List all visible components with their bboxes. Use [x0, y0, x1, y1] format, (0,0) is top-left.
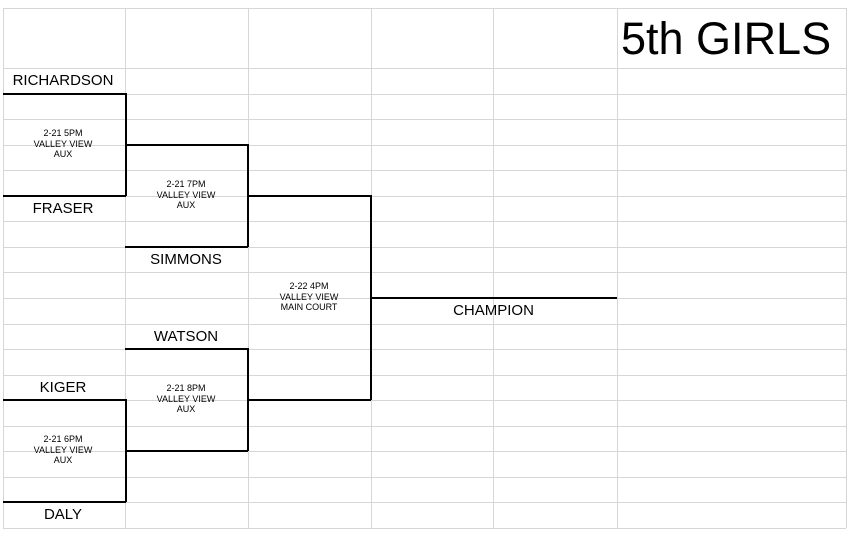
- team-daly: DALY: [43, 506, 83, 523]
- game-1-venue: VALLEY VIEW: [33, 138, 93, 149]
- game-5-court: AUX: [53, 455, 73, 465]
- game-4-court: AUX: [176, 404, 196, 414]
- team-richardson: RICHARDSON: [12, 72, 114, 89]
- game-3-venue: VALLEY VIEW: [279, 291, 339, 302]
- bracket-line: [125, 399, 127, 502]
- bracket-line: [125, 144, 248, 146]
- game-info-1: 2-21 5PM VALLEY VIEW AUX: [3, 128, 123, 160]
- champion-label: CHAMPION: [453, 302, 534, 319]
- game-info-4: 2-21 8PM VALLEY VIEW AUX: [125, 383, 247, 415]
- team-simmons: SIMMONS: [150, 251, 222, 268]
- bracket-line: [125, 348, 248, 350]
- game-3-time: 2-22 4PM: [289, 281, 329, 291]
- game-2-court: AUX: [176, 200, 196, 210]
- game-5-time: 2-21 6PM: [43, 434, 83, 444]
- bracket-line: [3, 501, 126, 503]
- game-4-venue: VALLEY VIEW: [156, 393, 216, 404]
- bracket-line: [247, 195, 371, 197]
- game-1-court: AUX: [53, 149, 73, 159]
- game-info-5: 2-21 6PM VALLEY VIEW AUX: [3, 434, 123, 466]
- game-2-venue: VALLEY VIEW: [156, 189, 216, 200]
- game-1-time: 2-21 5PM: [43, 128, 83, 138]
- game-info-2: 2-21 7PM VALLEY VIEW AUX: [125, 179, 247, 211]
- game-5-venue: VALLEY VIEW: [33, 444, 93, 455]
- bracket-title: 5th GIRLS: [621, 13, 832, 64]
- game-3-court: MAIN COURT: [280, 302, 338, 312]
- team-watson: WATSON: [153, 328, 219, 345]
- game-4-time: 2-21 8PM: [166, 383, 206, 393]
- bracket-line: [3, 399, 126, 401]
- bracket-line: [3, 195, 126, 197]
- bracket-line: [3, 93, 126, 95]
- game-2-time: 2-21 7PM: [166, 179, 206, 189]
- bracket-line: [125, 450, 248, 452]
- bracket-line: [125, 246, 248, 248]
- bracket-line: [370, 297, 617, 299]
- team-kiger: KIGER: [39, 379, 87, 396]
- team-fraser: FRASER: [32, 200, 94, 217]
- game-info-3: 2-22 4PM VALLEY VIEW MAIN COURT: [249, 281, 369, 313]
- bracket-line: [247, 348, 249, 451]
- bracket-line: [247, 399, 371, 401]
